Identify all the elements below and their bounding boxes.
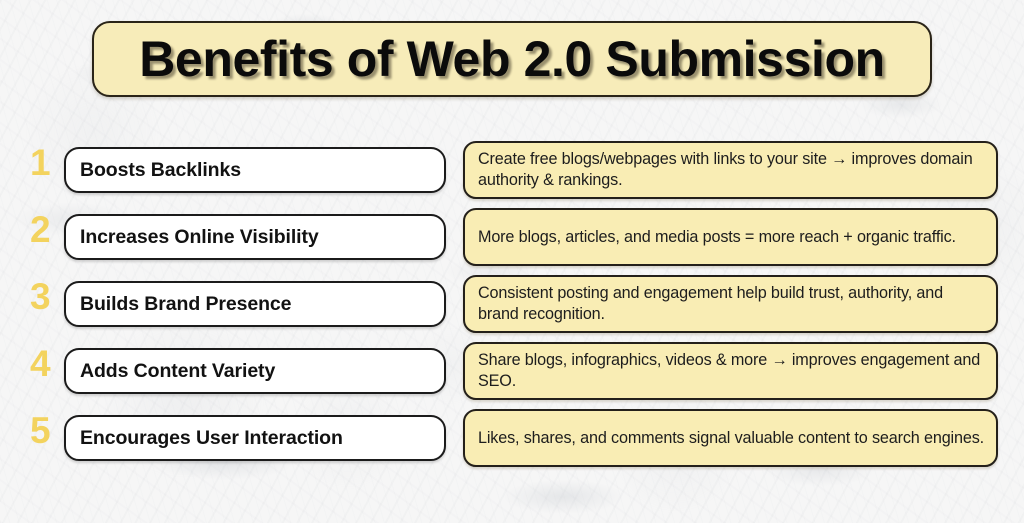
benefit-label-box[interactable]: Increases Online Visibility bbox=[64, 214, 446, 260]
benefit-label-box[interactable]: Boosts Backlinks bbox=[64, 147, 446, 193]
benefit-label: Increases Online Visibility bbox=[80, 225, 319, 248]
benefit-number: 4 bbox=[30, 343, 51, 384]
benefit-description: Create free blogs/webpages with links to… bbox=[478, 150, 973, 189]
benefit-description-box[interactable]: More blogs, articles, and media posts = … bbox=[463, 208, 998, 266]
benefit-description: Consistent posting and engagement help b… bbox=[478, 284, 943, 323]
benefit-row: 5 Encourages User Interaction Likes, sha… bbox=[0, 408, 1024, 475]
benefit-description-box[interactable]: Consistent posting and engagement help b… bbox=[463, 275, 998, 333]
benefit-description-box[interactable]: Likes, shares, and comments signal valua… bbox=[463, 409, 998, 467]
benefit-number: 5 bbox=[30, 410, 51, 451]
benefit-label: Encourages User Interaction bbox=[80, 426, 343, 449]
benefit-description-box[interactable]: Create free blogs/webpages with links to… bbox=[463, 141, 998, 199]
benefit-description-box[interactable]: Share blogs, infographics, videos & more… bbox=[463, 342, 998, 400]
benefit-label: Builds Brand Presence bbox=[80, 292, 292, 315]
benefit-label: Adds Content Variety bbox=[80, 359, 276, 382]
benefit-label-box[interactable]: Adds Content Variety bbox=[64, 348, 446, 394]
benefit-label-box[interactable]: Builds Brand Presence bbox=[64, 281, 446, 327]
title-card: Benefits of Web 2.0 Submission bbox=[92, 21, 932, 97]
benefit-description: Likes, shares, and comments signal valua… bbox=[478, 428, 984, 447]
benefit-row: 1 Boosts Backlinks Create free blogs/web… bbox=[0, 140, 1024, 207]
page-title: Benefits of Web 2.0 Submission bbox=[139, 31, 885, 87]
benefit-description: More blogs, articles, and media posts = … bbox=[478, 227, 956, 246]
benefit-row: 3 Builds Brand Presence Consistent posti… bbox=[0, 274, 1024, 341]
benefits-list: 1 Boosts Backlinks Create free blogs/web… bbox=[0, 140, 1024, 475]
benefit-label-box[interactable]: Encourages User Interaction bbox=[64, 415, 446, 461]
benefit-number: 2 bbox=[30, 209, 51, 250]
benefit-row: 2 Increases Online Visibility More blogs… bbox=[0, 207, 1024, 274]
benefit-description: Share blogs, infographics, videos & more… bbox=[478, 351, 981, 390]
benefit-label: Boosts Backlinks bbox=[80, 158, 241, 181]
benefit-row: 4 Adds Content Variety Share blogs, info… bbox=[0, 341, 1024, 408]
benefit-number: 3 bbox=[30, 276, 51, 317]
benefit-number: 1 bbox=[30, 142, 51, 183]
